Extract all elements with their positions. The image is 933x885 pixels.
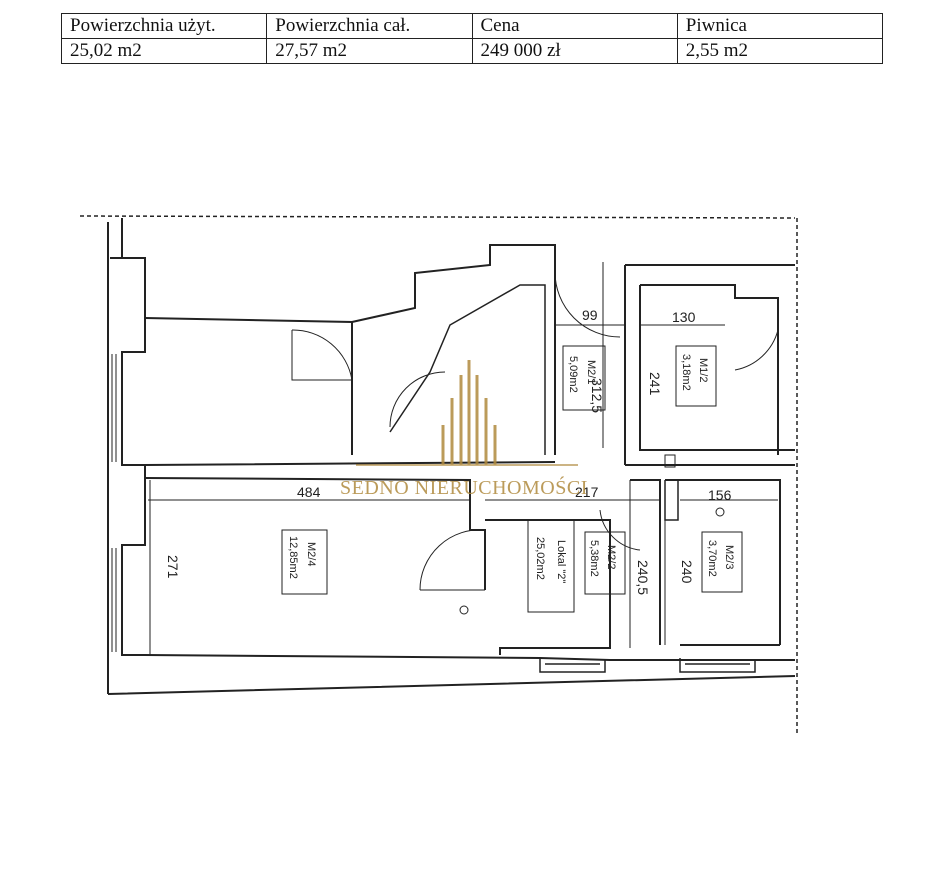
left-wall — [107, 218, 146, 694]
property-info-table: Powierzchnia użyt. Powierzchnia cał. Cen… — [60, 13, 884, 64]
room-area-m12: 3,18m2 — [680, 354, 692, 391]
watermark-logo — [356, 360, 578, 466]
plan-boundary-top — [79, 215, 796, 219]
room-label-m24: M2/4 12,85m2 — [281, 529, 328, 595]
table-header-row: Powierzchnia użyt. Powierzchnia cał. Cen… — [60, 13, 884, 39]
watermark-text: SEDNO NIERUCHOMOŚCI — [340, 475, 588, 499]
table-value-row: 25,02 m2 27,57 m2 249 000 zł 2,55 m2 — [60, 38, 884, 64]
room-code-m23: M2/3 — [723, 545, 735, 569]
dim-312: 312,5 — [589, 378, 605, 413]
dim-217: 217 — [575, 484, 599, 500]
header-total-area: Powierzchnia cał. — [266, 13, 473, 39]
dim-2405: 240,5 — [635, 560, 651, 595]
dim-484: 484 — [297, 484, 321, 500]
room-code-m22: M2/2 — [605, 545, 617, 569]
room-area-m23: 3,70m2 — [706, 540, 718, 577]
room-label-m22: M2/2 5,38m2 — [584, 531, 626, 595]
room-label-m23: M2/3 3,70m2 — [701, 531, 743, 593]
dim-99: 99 — [582, 307, 598, 323]
room-area-m22: 5,38m2 — [588, 540, 600, 577]
room-label-m12: M1/2 3,18m2 — [675, 345, 717, 407]
value-price: 249 000 zł — [471, 38, 678, 64]
room-label-lokal: Lokal "2" 25,02m2 — [527, 519, 575, 613]
header-usable-area: Powierzchnia użyt. — [60, 13, 268, 39]
apartment-area: 25,02m2 — [534, 537, 546, 580]
dim-271: 271 — [165, 555, 181, 579]
bottom-wall — [107, 654, 796, 695]
room-area-m21: 5,09m2 — [567, 356, 579, 393]
dim-130: 130 — [672, 309, 696, 325]
dim-240: 240 — [679, 560, 695, 584]
room-code-m21: M2/1 — [585, 360, 597, 384]
dim-241: 241 — [647, 372, 663, 396]
apartment-name: Lokal "2" — [555, 540, 567, 583]
room-area-m24: 12,85m2 — [287, 536, 299, 579]
header-basement: Piwnica — [676, 13, 884, 39]
room-code-m24: M2/4 — [305, 542, 317, 566]
value-basement: 2,55 m2 — [676, 38, 884, 64]
value-total-area: 27,57 m2 — [266, 38, 473, 64]
room-code-m12: M1/2 — [697, 358, 709, 382]
dim-156: 156 — [708, 487, 732, 503]
room-label-m21: M2/1 5,09m2 — [562, 345, 606, 411]
